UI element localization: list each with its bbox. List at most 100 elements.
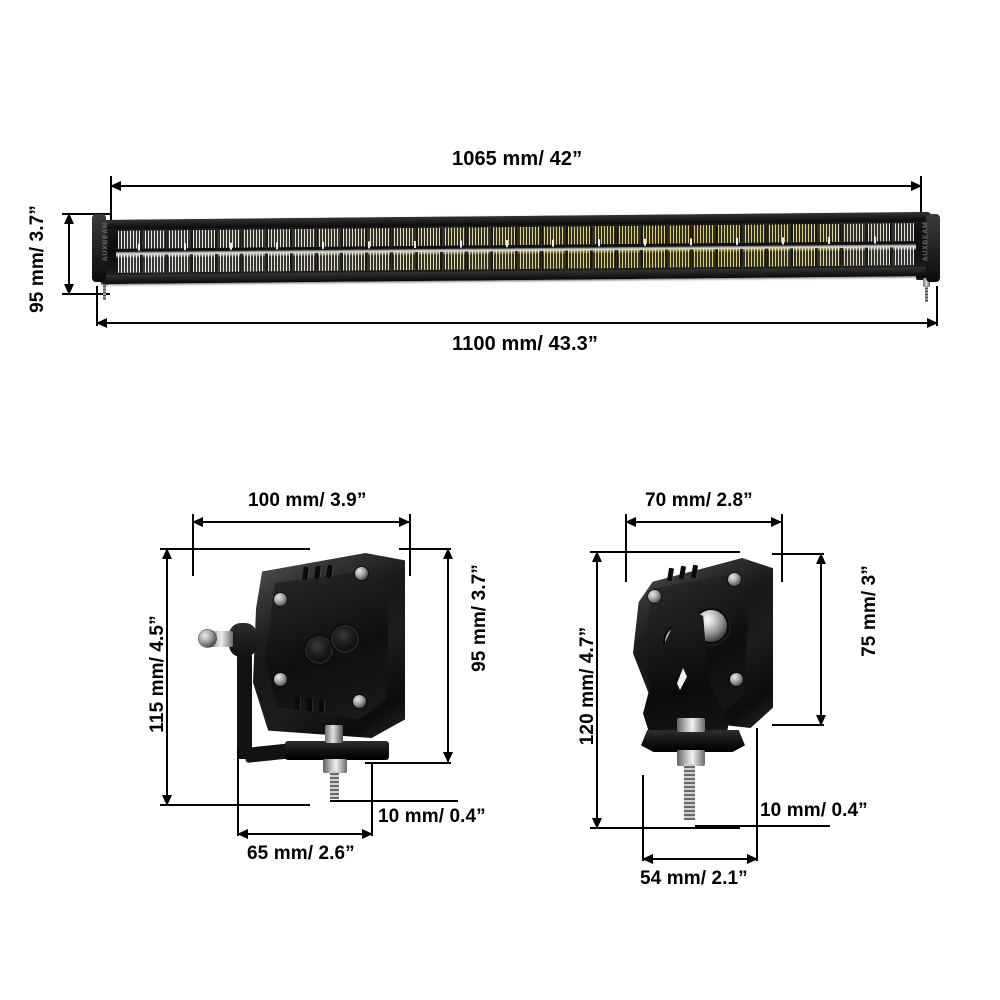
dim-label-bracket-side-width: 70 mm/ 2.8” <box>645 490 753 511</box>
dim-arrow-bracket-front-housing-bottom <box>443 752 453 763</box>
housing-screw <box>355 567 368 580</box>
housing-vent <box>319 699 324 712</box>
ext-line-bracket-side-base-right <box>756 728 758 861</box>
ext-line-bracket-front-housing-bottom <box>365 762 451 764</box>
leader-line-bracket-front-stud <box>330 800 458 802</box>
dim-arrow-bracket-side-width-right <box>771 517 782 527</box>
mount-base-plate <box>285 741 389 760</box>
dim-label-bracket-side-housing-height: 75 mm/ 3” <box>859 565 880 657</box>
bracket-front-artwork <box>185 545 415 815</box>
housing-vent <box>307 698 312 711</box>
base-nut-upper <box>677 718 705 732</box>
ext-line-bar-overall-right <box>936 286 938 326</box>
housing-screw <box>274 593 287 606</box>
dim-arrow-bracket-side-housing-top <box>816 553 826 564</box>
housing-screw <box>353 695 366 708</box>
ext-line-bracket-side-base-left <box>642 775 644 861</box>
yoke-highlight <box>677 668 687 690</box>
ext-line-bracket-front-width-left <box>192 514 194 576</box>
dim-line-bracket-front-base-width <box>237 833 373 835</box>
dim-arrow-bracket-side-base-left <box>642 854 653 864</box>
dim-line-bracket-side-width <box>625 521 782 523</box>
dim-arrow-bracket-side-total-bottom <box>592 818 602 829</box>
dim-arrow-bar-height-bottom <box>64 284 74 295</box>
dim-arrow-bar-overall-right <box>927 318 938 328</box>
dim-arrow-bracket-front-housing-top <box>443 548 453 559</box>
pivot-knuckle <box>229 623 257 657</box>
ext-line-bracket-front-base-left <box>237 750 239 836</box>
dim-arrow-bracket-front-total-top <box>162 548 172 559</box>
mount-arm-vertical <box>237 653 252 759</box>
dim-label-bar-overall-length: 1100 mm/ 43.3” <box>452 333 598 355</box>
ext-line-bracket-side-total-bottom <box>590 827 740 829</box>
ext-line-bracket-front-housing-top <box>399 548 451 550</box>
mount-base-plate <box>641 730 745 752</box>
ext-line-bracket-front-width-right <box>409 514 411 576</box>
ext-line-bracket-front-base-right <box>371 762 373 836</box>
ext-line-bar-height-top <box>62 213 110 215</box>
pivot-bolt-head <box>199 630 216 647</box>
ext-line-bar-overall-left <box>96 286 98 326</box>
dim-arrow-bracket-front-width-left <box>192 517 203 527</box>
led-lens-port <box>307 638 331 662</box>
housing-screw <box>648 590 661 603</box>
dim-arrow-bar-housing-right <box>911 181 922 191</box>
dim-line-bracket-front-width <box>192 521 410 523</box>
dim-line-bar-overall-length <box>96 322 938 324</box>
ext-line-bracket-side-width-left <box>625 514 627 582</box>
dim-line-bar-housing-length <box>110 185 922 187</box>
base-nut-lower <box>677 750 705 766</box>
dim-line-bracket-side-housing-height <box>820 553 822 726</box>
foot-stud <box>925 286 928 302</box>
ext-line-bracket-side-total-top <box>590 551 740 553</box>
dim-arrow-bracket-front-base-right <box>362 829 373 839</box>
dim-arrow-bracket-side-width-left <box>625 517 636 527</box>
dim-arrow-bracket-front-base-left <box>237 829 248 839</box>
ext-line-bar-housing-right <box>920 176 922 224</box>
led-lens-port <box>333 627 357 651</box>
dim-label-bracket-front-stud: 10 mm/ 0.4” <box>378 806 486 827</box>
dim-label-bracket-front-base-width: 65 mm/ 2.6” <box>247 843 355 864</box>
dim-line-bracket-front-total-height <box>166 548 168 806</box>
figure-light-bar: 1065 mm/ 42” 95 mm/ 3.7” <box>0 0 1000 400</box>
foot-bolt <box>923 278 930 287</box>
dim-label-bracket-front-width: 100 mm/ 3.9” <box>248 490 367 511</box>
dim-label-bar-housing-length: 1065 mm/ 42” <box>452 148 583 170</box>
dim-line-bar-height <box>68 213 70 295</box>
base-nut <box>323 759 347 773</box>
ext-line-bracket-side-width-right <box>781 514 783 582</box>
bracket-side-artwork <box>615 548 815 848</box>
dim-arrow-bar-overall-left <box>96 318 107 328</box>
dim-arrow-bracket-front-width-right <box>399 517 410 527</box>
led-light-bar: AUXBEAM AUXBEAM <box>92 212 940 304</box>
housing-screw <box>730 673 743 686</box>
dim-arrow-bar-housing-left <box>110 181 121 191</box>
mount-stud <box>330 771 339 799</box>
housing-vent <box>295 697 300 710</box>
figure-bracket-side: 70 mm/ 2.8” 120 mm/ 4.7” 75 mm/ 3” <box>520 0 1000 1000</box>
ext-line-bar-housing-left <box>110 176 112 224</box>
ext-line-bar-height-bottom <box>62 293 110 295</box>
dim-line-bracket-side-base-width <box>642 858 758 860</box>
dim-label-bracket-front-housing-height: 95 mm/ 3.7” <box>469 564 490 672</box>
foot-stud <box>103 284 106 300</box>
mount-stud <box>684 764 695 820</box>
dim-arrow-bracket-side-total-top <box>592 551 602 562</box>
dim-arrow-bracket-side-base-right <box>747 854 758 864</box>
figure-bracket-front: 100 mm/ 3.9” 115 mm/ 4.5” 95 mm/ 3.7” <box>147 490 490 864</box>
housing-screw <box>274 673 287 686</box>
dim-line-bracket-front-housing-height <box>447 548 449 763</box>
dim-arrow-bracket-side-housing-bottom <box>816 715 826 726</box>
dim-label-bracket-side-stud: 10 mm/ 0.4” <box>760 800 868 821</box>
dim-label-bracket-side-base-width: 54 mm/ 2.1” <box>640 868 748 889</box>
dim-line-bracket-side-total-height <box>596 551 598 829</box>
ext-line-bracket-front-total-bottom <box>160 804 310 806</box>
ext-line-bracket-side-housing-top <box>772 553 824 555</box>
housing-screw <box>728 573 741 586</box>
adjust-knob <box>325 725 343 743</box>
ext-line-bracket-side-housing-bottom <box>772 724 824 726</box>
ext-line-bracket-front-total-top <box>160 548 310 550</box>
dim-arrow-bar-height-top <box>64 213 74 224</box>
dim-arrow-bracket-front-total-bottom <box>162 795 172 806</box>
